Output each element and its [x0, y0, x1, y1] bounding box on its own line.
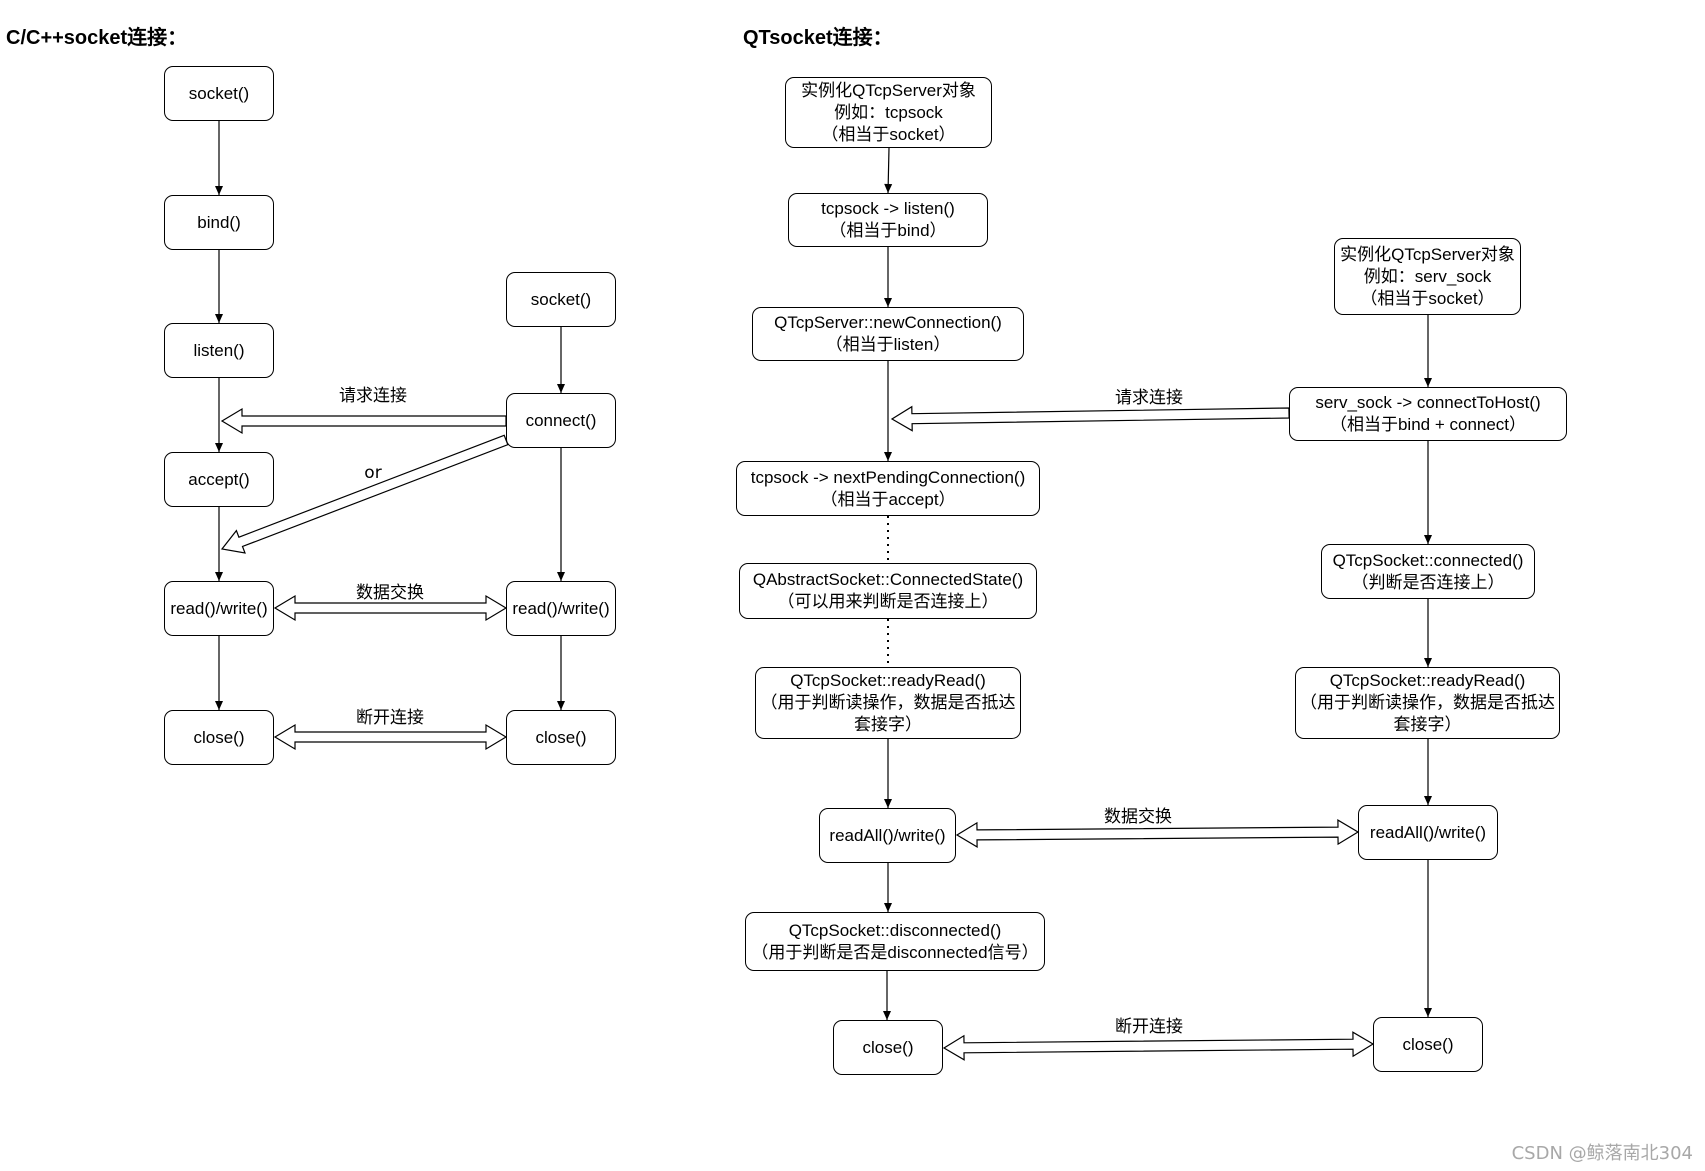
qt-server-ready-read-node-text-0: QTcpSocket::readyRead() [790, 671, 986, 690]
qt-server-flow-arrow-2-head [884, 452, 892, 461]
qt-server-flow-arrow-1-head [884, 298, 892, 307]
left-client-close-node-text-0: close() [535, 727, 587, 747]
qt-server-read-write-node: readAll()/write() [819, 808, 956, 863]
qt-server-disconnected-node-text-1: （用于判断是否是disconnected信号） [751, 942, 1039, 962]
right-title: QTsocket连接： [743, 27, 893, 49]
qt-server-next-pending-node-text-1: （相当于accept） [820, 489, 956, 509]
left-server-socket-node-text-0: socket() [188, 83, 250, 103]
left-client-flow-arrow-2-head [557, 701, 565, 710]
qt-server-instantiate-node-text-0: 实例化QTcpServer对象 [801, 80, 976, 100]
qt-server-flow-arrow-0-head [884, 183, 893, 193]
qt-client-connected-node: QTcpSocket::connected()（判断是否连接上） [1321, 544, 1535, 599]
qt-server-next-pending-node-text-0: tcpsock -> nextPendingConnection() [750, 467, 1026, 487]
qt-client-instantiate-node: 实例化QTcpServer对象例如：serv_sock（相当于socket） [1334, 238, 1521, 315]
qt-client-close-node: close() [1373, 1017, 1483, 1072]
qt-client-flow-arrow-2-head [1424, 658, 1432, 667]
left-server-bind-node: bind() [164, 195, 274, 250]
left-client-connect-node: connect() [506, 393, 616, 448]
qt-client-connected-node-text-1: （判断是否连接上） [1351, 572, 1505, 592]
qt-client-instantiate-node-text-2: （相当于socket） [1360, 288, 1495, 308]
qt-client-ready-read-node-text-0: QTcpSocket::readyRead() [1329, 671, 1526, 690]
left-exchange-label: 数据交换 [356, 583, 424, 603]
qt-client-connect-to-host-node-text-0: serv_sock -> connectToHost() [1315, 393, 1541, 412]
qt-server-listen-node-text-0: tcpsock -> listen() [821, 199, 955, 218]
left-server-flow-arrow-4-head [215, 701, 223, 710]
qt-server-instantiate-node-text-1: 例如：tcpsock [834, 102, 943, 122]
qt-server-connected-state-node-text-0: QAbstractSocket::ConnectedState() [752, 570, 1024, 589]
left-server-accept-node-text-0: accept() [188, 469, 250, 489]
left-server-bind-node-text-0: bind() [197, 212, 241, 232]
qt-server-new-connection-node: QTcpServer::newConnection()（相当于listen） [752, 307, 1024, 361]
left-request-label: 请求连接 [339, 386, 407, 406]
left-server-read-write-node-text-0: read()/write() [170, 598, 268, 618]
qt-client-read-write-node: readAll()/write() [1358, 805, 1498, 860]
watermark: CSDN @鲸落南北304 [1511, 1143, 1693, 1164]
qt-client-flow-arrow-3-head [1424, 796, 1432, 805]
qt-server-flow-arrow-5-head [883, 1011, 891, 1020]
qt-client-flow-arrow-1-head [1424, 535, 1432, 544]
left-title: C/C++socket连接： [6, 27, 188, 49]
qt-client-flow-arrow-4-head [1424, 1008, 1432, 1017]
qt-server-connected-state-node-text-1: （可以用来判断是否连接上） [777, 592, 999, 611]
left-or-arrow [220, 434, 509, 554]
qt-server-instantiate-node: 实例化QTcpServer对象例如：tcpsock（相当于socket） [785, 77, 992, 148]
left-client-close-node: close() [506, 710, 616, 765]
left-disconnect-label: 断开连接 [356, 708, 424, 728]
qt-disconnect-label: 断开连接 [1115, 1017, 1183, 1037]
qt-server-new-connection-node-text-0: QTcpServer::newConnection() [774, 313, 1002, 332]
left-disconnect-arrow [273, 723, 508, 751]
left-client-socket-node-text-0: socket() [530, 289, 592, 309]
qt-server-close-node: close() [833, 1020, 943, 1075]
left-server-close-node-text-0: close() [193, 727, 245, 747]
left-server-flow-arrow-2-head [215, 443, 223, 452]
left-server-flow-arrow-1-head [215, 314, 223, 323]
qt-server-listen-node-text-1: （相当于bind） [829, 221, 947, 240]
qt-client-close-node-text-0: close() [1402, 1034, 1454, 1054]
qt-client-flow-arrow-0-head [1424, 378, 1432, 387]
left-server-read-write-node: read()/write() [164, 581, 274, 636]
left-server-socket-node: socket() [164, 66, 274, 121]
left-client-read-write-node-text-0: read()/write() [512, 598, 610, 618]
qt-server-new-connection-node-text-1: （相当于listen） [825, 335, 951, 354]
left-client-socket-node: socket() [506, 272, 616, 327]
qt-server-close-node-text-0: close() [862, 1037, 914, 1057]
qt-server-instantiate-node-text-2: （相当于socket） [821, 124, 956, 144]
left-or-label: or [364, 463, 382, 483]
left-client-read-write-node: read()/write() [506, 581, 616, 636]
left-server-accept-node: accept() [164, 452, 274, 507]
qt-client-ready-read-node: QTcpSocket::readyRead()（用于判断读操作，数据是否抵达套接… [1295, 667, 1560, 739]
qt-server-ready-read-node-text-1: （用于判断读操作，数据是否抵达 [760, 693, 1016, 712]
left-client-flow-arrow-0-head [557, 384, 565, 393]
qt-client-ready-read-node-text-1: （用于判断读操作，数据是否抵达 [1300, 693, 1555, 712]
qt-server-flow-arrow-4-head [884, 903, 892, 912]
qt-server-disconnected-node-text-0: QTcpSocket::disconnected() [788, 920, 1002, 940]
qt-server-ready-read-node: QTcpSocket::readyRead()（用于判断读操作，数据是否抵达套接… [755, 667, 1021, 739]
qt-exchange-label: 数据交换 [1104, 807, 1172, 827]
qt-server-connected-state-node: QAbstractSocket::ConnectedState()（可以用来判断… [739, 563, 1037, 619]
qt-server-listen-node: tcpsock -> listen() （相当于bind） [788, 193, 988, 247]
qt-client-ready-read-node-text-2: 套接字） [1393, 715, 1462, 734]
qt-client-connect-to-host-node-text-1: （相当于bind + connect） [1329, 415, 1527, 434]
qt-client-instantiate-node-text-1: 例如：serv_sock [1363, 266, 1492, 286]
left-server-close-node: close() [164, 710, 274, 765]
qt-request-arrow [890, 405, 1290, 432]
left-server-flow-arrow-3-head [215, 572, 223, 581]
left-server-listen-node: listen() [164, 323, 274, 378]
left-request-arrow [220, 407, 507, 435]
left-server-flow-arrow-0-head [215, 186, 223, 195]
qt-server-disconnected-node: QTcpSocket::disconnected()（用于判断是否是discon… [745, 912, 1045, 971]
qt-server-flow-arrow-3-head [884, 799, 892, 808]
qt-server-read-write-node-text-0: readAll()/write() [829, 825, 946, 845]
left-server-listen-node-text-0: listen() [193, 340, 245, 360]
qt-client-connect-to-host-node: serv_sock -> connectToHost() （相当于bind + c… [1289, 387, 1567, 441]
qt-request-label: 请求连接 [1115, 388, 1183, 408]
qt-server-ready-read-node-text-2: 套接字） [854, 715, 922, 734]
left-client-connect-node-text-0: connect() [525, 410, 597, 430]
qt-server-next-pending-node: tcpsock -> nextPendingConnection()（相当于ac… [736, 461, 1040, 516]
qt-client-connected-node-text-0: QTcpSocket::connected() [1332, 550, 1524, 570]
qt-client-instantiate-node-text-0: 实例化QTcpServer对象 [1340, 244, 1515, 264]
qt-client-read-write-node-text-0: readAll()/write() [1369, 822, 1487, 842]
left-client-flow-arrow-1-head [557, 572, 565, 581]
